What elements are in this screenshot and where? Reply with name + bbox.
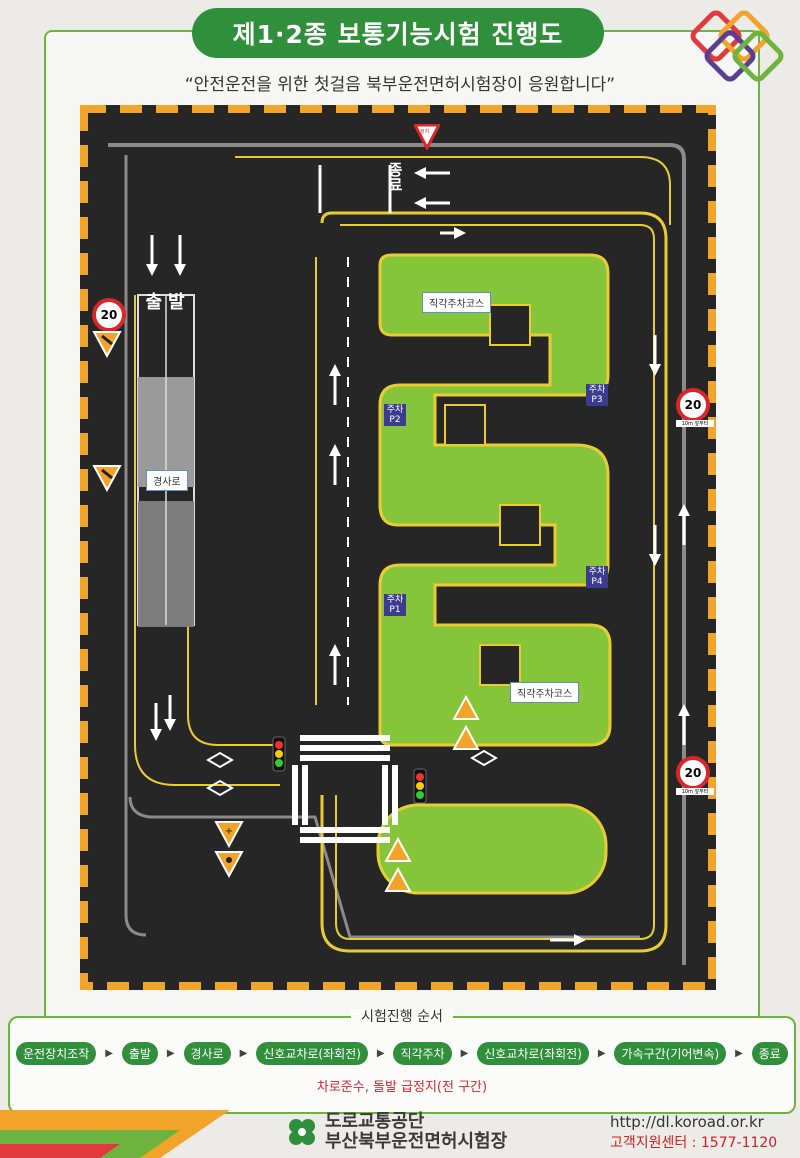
org-name-top: 도로교통공단 xyxy=(325,1111,425,1132)
speed-limit-sign: 20 xyxy=(676,388,710,422)
svg-text:+: + xyxy=(225,826,233,837)
yield-sign: 정지 xyxy=(412,123,442,152)
lane-label-end: 종료 xyxy=(386,162,404,192)
step-6: 신호교차로(좌회전) xyxy=(477,1042,589,1065)
parking-course-label-bottom: 직각주차코스 xyxy=(510,682,580,703)
test-notice: 차로준수, 돌발 급정지(전 구간) xyxy=(316,1080,488,1095)
yield-sign-text: 정지 xyxy=(420,129,430,135)
yield-triangle-icon xyxy=(412,123,442,152)
test-order-panel: 시험진행 순서 운전장치조작 ▶ 출발 ▶ 경사로 ▶ 신호교차로(좌회전) ▶… xyxy=(8,1009,796,1114)
arrow-right-icon: ▶ xyxy=(105,1048,113,1059)
clover-icon xyxy=(289,1119,315,1145)
step-4: 신호교차로(좌회전) xyxy=(256,1042,368,1065)
speed-limit-sign: 20 xyxy=(92,298,126,332)
arrow-right-icon: ▶ xyxy=(460,1048,469,1059)
arrow-right-icon: ▶ xyxy=(239,1048,248,1059)
parking-label-p2: 주차 P2 xyxy=(384,404,406,426)
warning-sign-icon xyxy=(92,331,122,358)
speed-limit-note: 10m 앞부터 xyxy=(676,420,714,427)
koroad-logo-icon xyxy=(690,10,784,82)
organization-logo: 도로교통공단 부산북부운전면허시험장 xyxy=(285,1112,507,1152)
org-name-bottom: 부산북부운전면허시험장 xyxy=(325,1131,508,1152)
test-order-steps: 운전장치조작 ▶ 출발 ▶ 경사로 ▶ 신호교차로(좌회전) ▶ 직각주차 ▶ … xyxy=(16,1042,788,1065)
speed-limit-value: 20 xyxy=(684,766,702,780)
parking-label-p4: 주차 P4 xyxy=(586,566,608,588)
course-map xyxy=(80,105,716,990)
page-subtitle: “안전운전을 위한 첫걸음 북부운전면허시험장이 응원합니다” xyxy=(184,75,616,95)
speed-limit-value: 20 xyxy=(100,308,118,322)
decorative-stripes xyxy=(0,1110,230,1158)
step-7: 가속구간(기어변속) xyxy=(614,1042,727,1065)
speed-limit-value: 20 xyxy=(684,398,702,412)
parking-course-label-top: 직각주차코스 xyxy=(422,292,492,313)
step-8: 종료 xyxy=(751,1042,788,1065)
page-title: 제1·2종 보통기능시험 진행도 xyxy=(192,8,604,58)
speed-limit-note: 10m 앞부터 xyxy=(676,788,714,795)
warning-sign-icon xyxy=(214,851,244,878)
slope-label: 경사로 xyxy=(146,470,188,491)
lane-label-start: 출발 xyxy=(145,292,191,313)
test-order-title: 시험진행 순서 xyxy=(351,1009,453,1025)
parking-label-p3: 주차 P3 xyxy=(586,384,608,406)
speed-limit-sign: 20 xyxy=(676,756,710,790)
step-1: 운전장치조작 xyxy=(16,1042,97,1065)
arrow-right-icon: ▶ xyxy=(597,1048,606,1059)
arrow-right-icon: ▶ xyxy=(735,1048,743,1059)
step-2: 출발 xyxy=(121,1042,158,1065)
parking-label-p1: 주차 P1 xyxy=(384,594,406,616)
warning-sign-icon: + xyxy=(214,821,244,848)
warning-sign-icon xyxy=(92,465,122,492)
arrow-right-icon: ▶ xyxy=(376,1048,385,1059)
step-5: 직각주차 xyxy=(393,1042,452,1065)
support-center: 고객지원센터 : 1577-1120 xyxy=(610,1135,778,1151)
website-link[interactable]: http://dl.koroad.or.kr xyxy=(610,1113,764,1131)
step-3: 경사로 xyxy=(183,1042,231,1065)
arrow-right-icon: ▶ xyxy=(166,1048,175,1059)
